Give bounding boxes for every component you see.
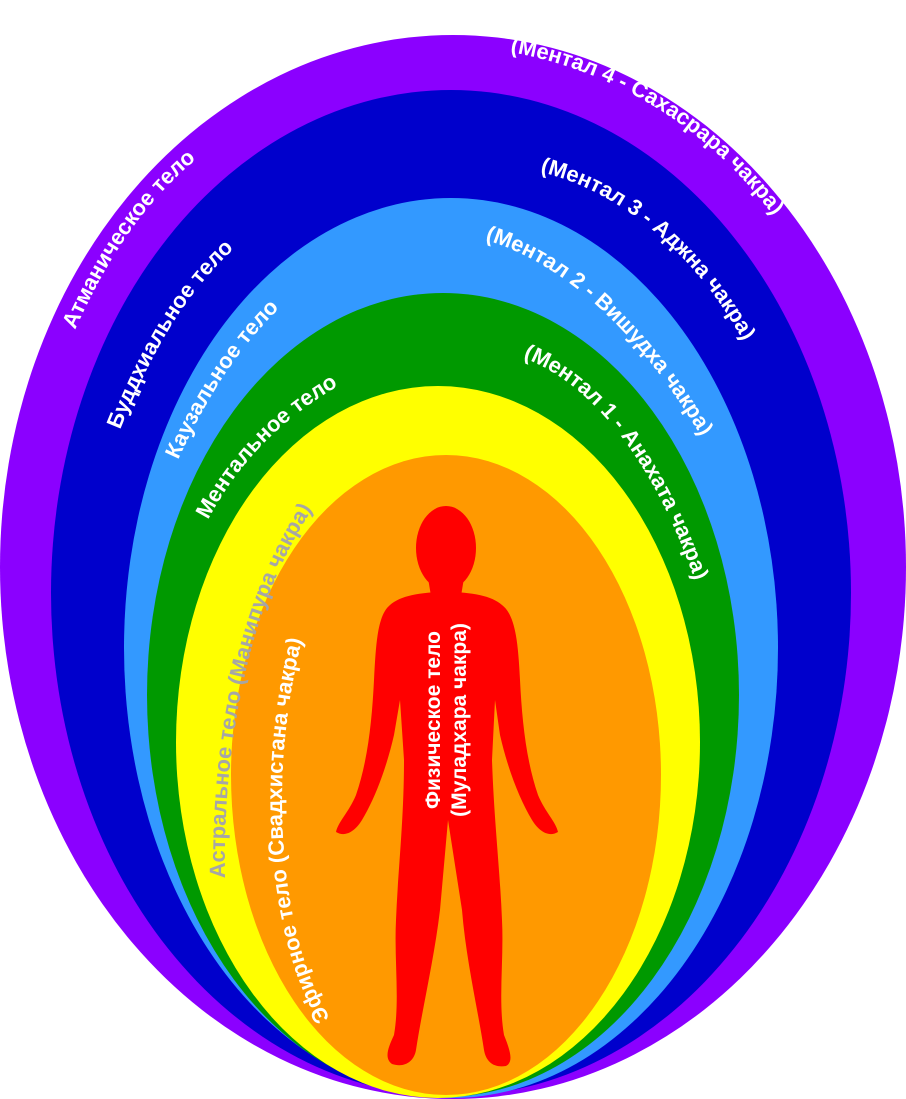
physical-body-label-group: Физическое тело (Муладхара чакра) bbox=[422, 623, 471, 817]
human-silhouette-icon bbox=[336, 506, 558, 1067]
muladhara-chakra-label: (Муладхара чакра) bbox=[448, 623, 471, 817]
physical-body-label: Физическое тело bbox=[422, 631, 445, 809]
